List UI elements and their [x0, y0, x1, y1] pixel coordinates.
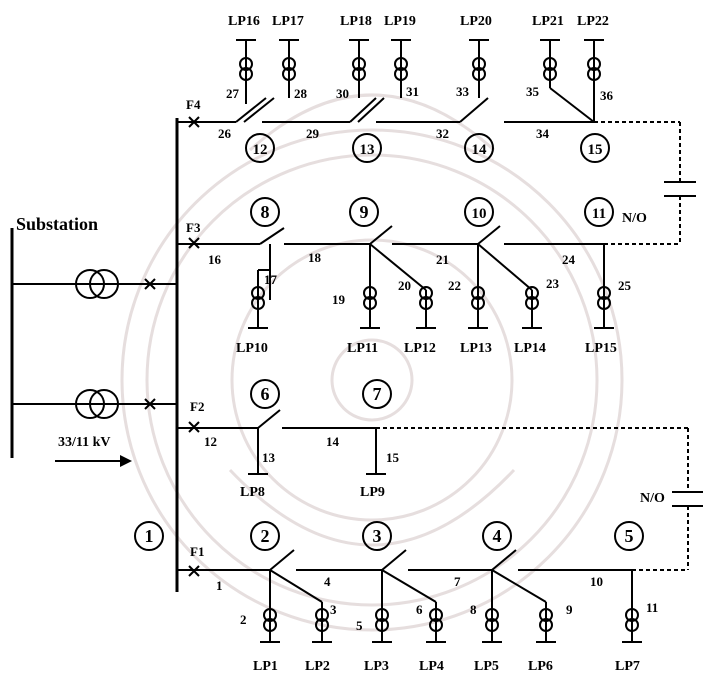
- node-label: 3: [373, 526, 382, 546]
- load-label: LP15: [585, 341, 617, 356]
- feeder-f4: [177, 39, 696, 245]
- switch-number: 13: [262, 450, 276, 465]
- switch-number: 28: [294, 86, 308, 101]
- normally-open-label: N/O: [640, 491, 665, 506]
- ct-icon: [263, 608, 639, 632]
- node-label: 12: [253, 142, 268, 158]
- switch-number: 5: [356, 618, 363, 633]
- switch-number: 16: [208, 252, 222, 267]
- switch-number: 18: [308, 250, 322, 265]
- node-label: 5: [625, 526, 634, 546]
- switch-number: 8: [470, 602, 477, 617]
- switch-number: 4: [324, 574, 331, 589]
- switch-number: 25: [618, 278, 632, 293]
- feeder-label: F1: [190, 544, 204, 559]
- switch-number: 22: [448, 278, 461, 293]
- switch-number: 31: [406, 84, 419, 99]
- load-label: LP19: [384, 14, 416, 29]
- load-label: LP2: [305, 659, 330, 674]
- load-label: LP22: [577, 14, 609, 29]
- ct-icon: [251, 286, 611, 310]
- normally-open-label: N/O: [622, 211, 647, 226]
- load-label: LP17: [272, 14, 304, 29]
- arrow-right-icon: [55, 455, 132, 467]
- transformer-icon: [75, 269, 119, 299]
- switch-number: 15: [386, 450, 400, 465]
- switch-number: 21: [436, 252, 449, 267]
- switch-number: 14: [326, 434, 340, 449]
- node-label: 13: [360, 142, 375, 158]
- switch-number: 20: [398, 278, 411, 293]
- switch-number: 2: [240, 612, 247, 627]
- feeder-f3: [177, 225, 614, 329]
- node-label: 1: [145, 526, 154, 546]
- node-label: 11: [592, 206, 606, 222]
- switch-number: 17: [264, 272, 278, 287]
- breaker-icon: [144, 398, 156, 410]
- node-label: 4: [493, 526, 502, 546]
- switch-number: 12: [204, 434, 217, 449]
- switch-number: 10: [590, 574, 603, 589]
- switch-number: 32: [436, 126, 449, 141]
- load-label: LP7: [615, 659, 640, 674]
- switch-number: 9: [566, 602, 573, 617]
- node-markers: [134, 133, 644, 551]
- load-label: LP4: [419, 659, 444, 674]
- switch-number: 11: [646, 600, 658, 615]
- load-label: LP12: [404, 341, 436, 356]
- load-label: LP8: [240, 485, 265, 500]
- switch-number: 26: [218, 126, 232, 141]
- node-label: 7: [373, 384, 382, 404]
- node-label: 14: [472, 142, 488, 158]
- ct-icon: [239, 57, 601, 81]
- switch-number: 36: [600, 88, 614, 103]
- switch-number: 29: [306, 126, 320, 141]
- switch-number: 1: [216, 578, 223, 593]
- switch-number: 35: [526, 84, 540, 99]
- switch-number: 33: [456, 84, 470, 99]
- load-label: LP13: [460, 341, 492, 356]
- feeder-f2: [177, 409, 703, 571]
- switch-number: 19: [332, 292, 346, 307]
- watermark-seal: [120, 93, 624, 632]
- substation-label: Substation: [16, 214, 98, 234]
- switch-number: 27: [226, 86, 240, 101]
- switch-number: 23: [546, 276, 560, 291]
- load-label: LP5: [474, 659, 499, 674]
- breaker-icon: [144, 278, 156, 290]
- node-label: 10: [472, 206, 487, 222]
- transformer-icon: [75, 389, 119, 419]
- load-label: LP6: [528, 659, 553, 674]
- switch-number: 7: [454, 574, 461, 589]
- switch-number: 3: [330, 602, 337, 617]
- load-label: LP18: [340, 14, 372, 29]
- voltage-label: 33/11 kV: [58, 435, 111, 450]
- load-label: LP20: [460, 14, 492, 29]
- switch-number: 6: [416, 602, 423, 617]
- load-label: LP9: [360, 485, 385, 500]
- load-label: LP21: [532, 14, 564, 29]
- node-label: 15: [588, 142, 603, 158]
- node-label: 2: [261, 526, 270, 546]
- node-label: 9: [360, 202, 369, 222]
- switch-number: 30: [336, 86, 349, 101]
- switch-number: 34: [536, 126, 550, 141]
- feeder-f1: [177, 549, 642, 643]
- load-label: LP1: [253, 659, 278, 674]
- load-label: LP16: [228, 14, 260, 29]
- node-label: 8: [261, 202, 270, 222]
- load-label: LP11: [347, 341, 378, 356]
- node-label: 6: [261, 384, 270, 404]
- feeder-label: F3: [186, 220, 201, 235]
- feeder-label: F2: [190, 399, 204, 414]
- feeder-label: F4: [186, 97, 201, 112]
- load-label: LP10: [236, 341, 268, 356]
- load-label: LP14: [514, 341, 546, 356]
- load-label: LP3: [364, 659, 389, 674]
- switch-number: 24: [562, 252, 576, 267]
